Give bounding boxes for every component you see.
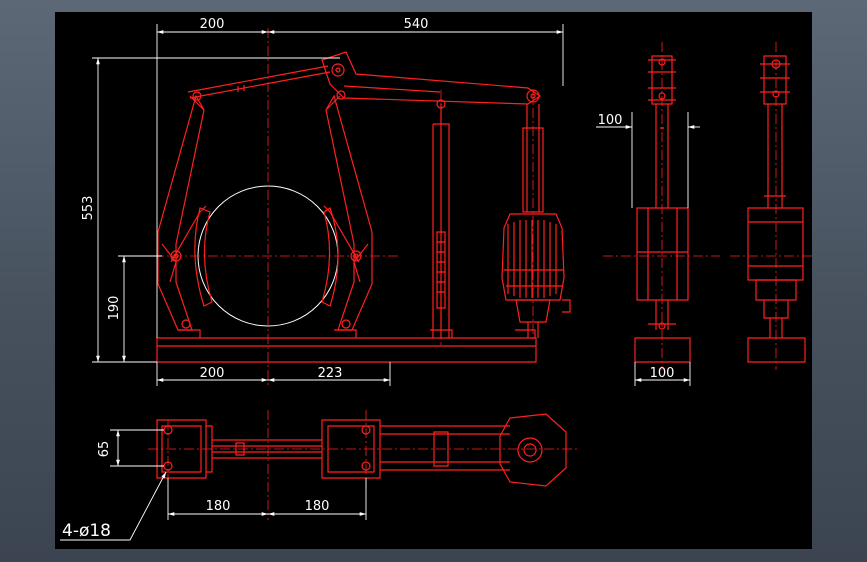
plan-dimension-lines [60, 429, 367, 541]
thruster-base [515, 299, 571, 338]
side-view-right-centerlines [730, 42, 812, 370]
plan-tie-rod [212, 439, 322, 459]
dim-bottom-left: 200 [200, 366, 225, 381]
side-view-left [634, 55, 691, 363]
mounting-holes [163, 425, 371, 471]
side-view-right [747, 55, 806, 363]
plan-view [156, 413, 567, 487]
pivot-pins [170, 63, 540, 329]
right-brake-arm [323, 94, 373, 331]
cad-drawing-canvas: 200 540 553 190 200 223 100 100 [60, 17, 812, 541]
thruster-body [501, 213, 565, 301]
dim-axis-height: 190 [107, 296, 122, 321]
front-centerlines [118, 28, 534, 385]
base-foot-blocks [178, 329, 536, 338]
front-dimension-lines [92, 24, 564, 386]
dim-plan-left: 180 [206, 499, 231, 514]
left-brake-arm [157, 94, 207, 331]
dim-plan-right: 180 [305, 499, 330, 514]
front-elevation-view [156, 51, 571, 363]
plan-lever [380, 425, 510, 471]
dim-plan-spacing: 65 [97, 441, 112, 458]
dim-side-bottom: 100 [650, 366, 675, 381]
dim-total-height: 553 [81, 196, 96, 221]
side-view-left-centerlines [603, 42, 720, 370]
thruster-fins [504, 220, 564, 298]
tie-rod [187, 65, 331, 99]
dim-top-right: 540 [404, 17, 429, 32]
right-brake-shoe [321, 207, 339, 307]
base-plate [156, 337, 537, 363]
dim-top-left: 200 [200, 17, 225, 32]
plan-thruster [499, 413, 567, 487]
left-brake-shoe [194, 207, 213, 307]
thruster-rod [522, 104, 544, 213]
dim-side-top: 100 [598, 113, 623, 128]
side-view-left-dimensions [596, 112, 700, 386]
hole-callout: 4-ø18 [62, 521, 111, 541]
dim-bottom-right: 223 [318, 366, 343, 381]
cad-drawing-viewport[interactable]: 200 540 553 190 200 223 100 100 [55, 12, 812, 549]
plan-centerlines [148, 410, 580, 520]
main-lever [321, 51, 542, 105]
plan-center-frame [321, 419, 381, 479]
